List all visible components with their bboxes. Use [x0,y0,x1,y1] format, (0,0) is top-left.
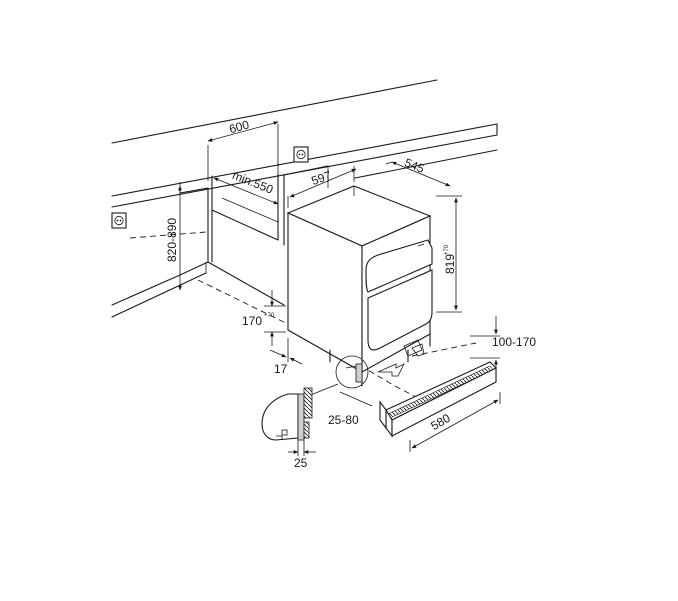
dim-label-plinth-clearance: 170 [242,314,262,328]
dim-label-niche-depth: min.550 [230,168,275,197]
dim-kick-gap: 25-80 [328,391,373,427]
dim-label-appliance-height: 819 [443,254,457,274]
dim-cabinet-width: 600 [207,117,279,181]
dim-plinth-height: 100-170 [470,316,536,380]
dim-appliance-width: 597 [287,166,357,208]
socket-icon [293,146,309,163]
detail-callout [307,355,369,397]
dim-plinth-clearance: 170 +70 [242,290,286,346]
dim-appliance-depth: 545 [385,155,451,187]
dim-label-niche-height: 820-890 [165,218,179,262]
dim-label-appliance-depth: 545 [402,155,426,176]
dim-label-plinth-clearance-tolerance: +70 [264,313,275,319]
countertop [111,79,498,208]
dim-label-plinth-setback: 17 [274,362,288,376]
dim-plinth-setback: 17 [269,338,303,376]
socket-icon [111,212,127,229]
plinth-section-detail [261,387,313,441]
dim-label-plinth-thickness: 25 [294,456,308,470]
dim-niche-height: 820-890 [165,185,182,291]
dim-label-appliance-height-tolerance: +70 [444,244,450,255]
dim-label-appliance-width: 597 [310,168,334,188]
dim-plinth-thickness: 25 [288,440,316,470]
appliance-door-panels [365,239,433,351]
left-cabinet [111,187,209,318]
airflow-arrows [377,343,425,377]
dim-appliance-height: 819 +70 [436,195,462,313]
dim-label-kick-gap: 25-80 [328,413,359,427]
dim-label-plinth-height: 100-170 [492,335,536,349]
dim-label-cabinet-width: 600 [228,117,251,136]
